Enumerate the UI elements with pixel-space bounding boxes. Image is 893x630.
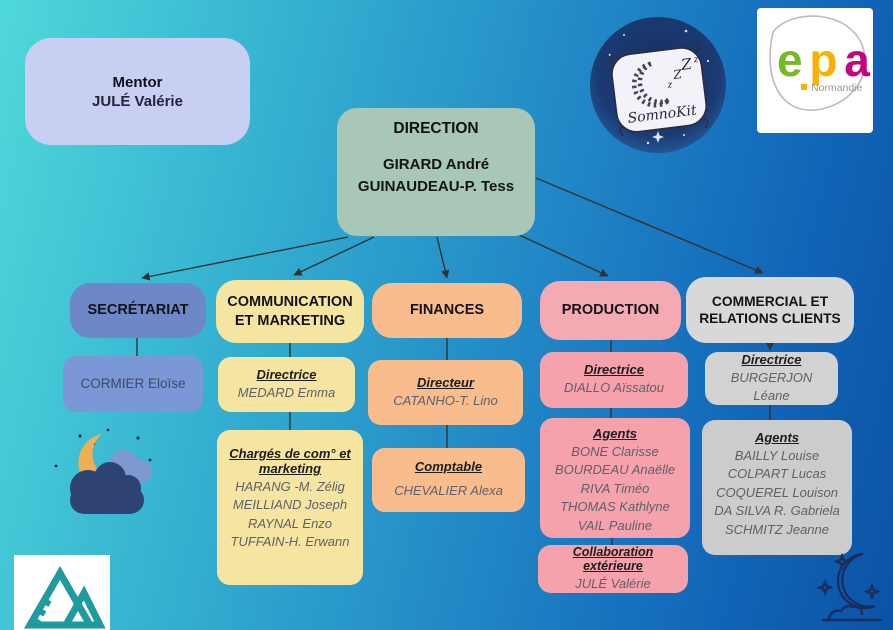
role-card-secretary: CORMIER Eloïse [63,356,203,412]
mentor-card: Mentor JULÉ Valérie [25,38,250,145]
dept-header-finances: FINANCES [372,283,522,338]
epa-logo: e p a Normandie [757,8,873,133]
role-title: Agents [754,430,800,445]
role-card-fin-directeur: Directeur CATANHO-T. Lino [368,360,523,425]
person-name: COQUEREL Louison [716,484,838,500]
role-title: Directrice [584,362,644,378]
epa-leaf-icon: e p a Normandie [769,15,873,111]
person-name: BOURDEAU Anaëlle [554,462,676,478]
person-name: TUFFAIN-H. Erwann [230,534,350,550]
role-names: MEDARD Emma [224,384,349,402]
person-name: GIRARD André [382,156,490,173]
role-card-com-charges: Chargés de com° et marketing HARANG -M. … [217,430,363,585]
person-name: CORMIER Eloïse [80,376,186,392]
role-title: Agents [592,426,638,441]
role-title: Comptable [414,459,483,475]
role-names: BURGERJON Léane [711,369,832,406]
person-name: RIVA Timéo [580,480,650,496]
moon-doodle-icon [815,548,891,628]
dept-header-communication: COMMUNICATION ET MARKETING [216,280,364,343]
direction-title: DIRECTION [393,120,479,137]
role-title: Collaboration extérieure [572,544,654,573]
moon-cloud-icon [50,426,164,523]
person-name: MEILLIAND Joseph [232,497,348,513]
svg-text:Z: Z [679,55,693,74]
person-name: THOMAS Kathlyne [560,499,670,515]
role-names: DIALLO Aïssatou [546,379,682,397]
epa-region-text: Normandie [811,82,863,94]
person-name: COLPART Lucas [727,466,827,482]
person-name: DA SILVA R. Gabriela [714,503,840,519]
role-card-prod-directrice: Directrice DIALLO Aïssatou [540,352,688,408]
person-name: BURGERJON Léane [730,369,813,403]
dept-header-production: PRODUCTION [540,281,681,340]
role-names: CATANHO-T. Lino [374,392,517,410]
person-name: GUINAUDEAU-P. Tess [357,177,515,195]
role-card-prod-collaboration: Collaboration extérieure JULÉ Valérie [538,545,688,593]
dept-header-commercial: COMMERCIAL ET RELATIONS CLIENTS [686,277,854,343]
person-name: DIALLO Aïssatou [564,380,664,396]
person-name: RAYNAL Enzo [247,515,333,531]
person-name: CATANHO-T. Lino [393,392,498,408]
somnokit-logo: z Z Z z SomnoKit [588,15,728,156]
role-title: Directrice [741,351,802,367]
svg-text:z: z [692,55,699,66]
mountain-logo [14,555,110,630]
role-title: Chargés de com° et marketing [229,446,351,476]
person-name: CHEVALIER Alexa [394,483,503,499]
role-title: Directrice [256,366,317,382]
person-name: MEDARD Emma [237,384,336,400]
role-card-comm-directrice: Directrice BURGERJON Léane [705,352,838,405]
role-title: Directeur [416,374,475,390]
svg-text:z: z [666,80,673,91]
role-card-com-directrice: Directrice MEDARD Emma [218,357,355,412]
dept-header-secretariat: SECRÉTARIAT [70,283,206,338]
role-names: CORMIER Eloïse [69,374,197,393]
svg-text:Z: Z [672,67,684,82]
person-name: SCHMITZ Jeanne [724,521,830,537]
role-names: JULÉ Valérie [544,575,682,593]
person-name: BAILLY Louise [734,448,820,463]
person-name: HARANG -M. Zélig [235,479,345,494]
person-name: BONE Clarisse [571,444,659,459]
role-names: CHEVALIER Alexa [378,482,519,500]
mentor-name: JULÉ Valérie [92,92,183,110]
svg-text:e p a: e p a [777,34,870,86]
person-name: JULÉ Valérie [575,575,651,591]
role-card-fin-comptable: Comptable CHEVALIER Alexa [372,448,525,512]
person-name: VAIL Pauline [577,517,653,533]
pillow-moon-icon: z Z Z z SomnoKit [590,17,726,153]
mentor-title: Mentor [112,73,163,91]
